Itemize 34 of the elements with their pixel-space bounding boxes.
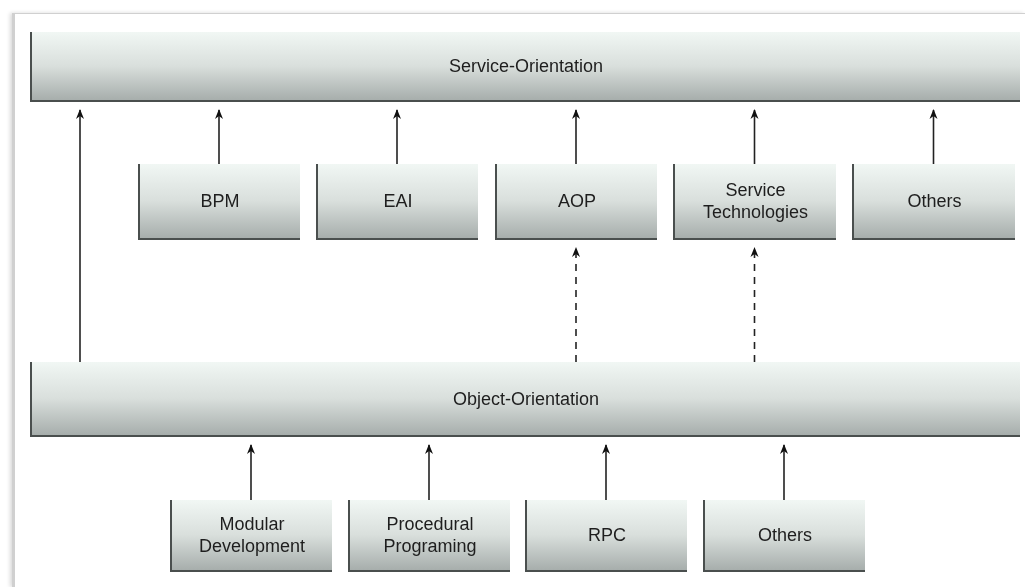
box-label: AOP bbox=[558, 190, 596, 212]
arrow bbox=[425, 444, 433, 501]
arrow bbox=[572, 247, 580, 363]
process-box bbox=[138, 164, 300, 240]
arrow bbox=[929, 109, 938, 165]
box-label: Service Technologies bbox=[701, 179, 810, 223]
arrow bbox=[750, 109, 759, 165]
process-box bbox=[852, 164, 1015, 240]
box-label: Object-Orientation bbox=[452, 387, 600, 410]
arrow bbox=[572, 109, 580, 165]
arrow bbox=[247, 444, 255, 501]
layer-bar bbox=[30, 32, 1020, 102]
arrow bbox=[780, 444, 788, 501]
process-box bbox=[495, 164, 657, 240]
box-label: EAI bbox=[383, 190, 413, 212]
arrow bbox=[750, 247, 759, 363]
process-box bbox=[316, 164, 478, 240]
arrow bbox=[602, 444, 610, 501]
box-label: Modular Development bbox=[197, 513, 307, 557]
arrow bbox=[393, 109, 401, 165]
process-box bbox=[348, 500, 510, 572]
process-box bbox=[170, 500, 332, 572]
process-box bbox=[673, 164, 836, 240]
box-label: Others bbox=[758, 524, 812, 546]
arrow bbox=[215, 109, 223, 165]
box-label: Procedural Programing bbox=[382, 513, 478, 557]
layer-bar bbox=[30, 362, 1020, 437]
process-box bbox=[525, 500, 687, 572]
box-label: Service-Orientation bbox=[448, 55, 604, 77]
box-label: RPC bbox=[588, 524, 626, 546]
box-label: Others bbox=[907, 190, 962, 212]
box-label: BPM bbox=[200, 190, 240, 212]
arrow bbox=[76, 109, 84, 363]
process-box bbox=[703, 500, 865, 572]
